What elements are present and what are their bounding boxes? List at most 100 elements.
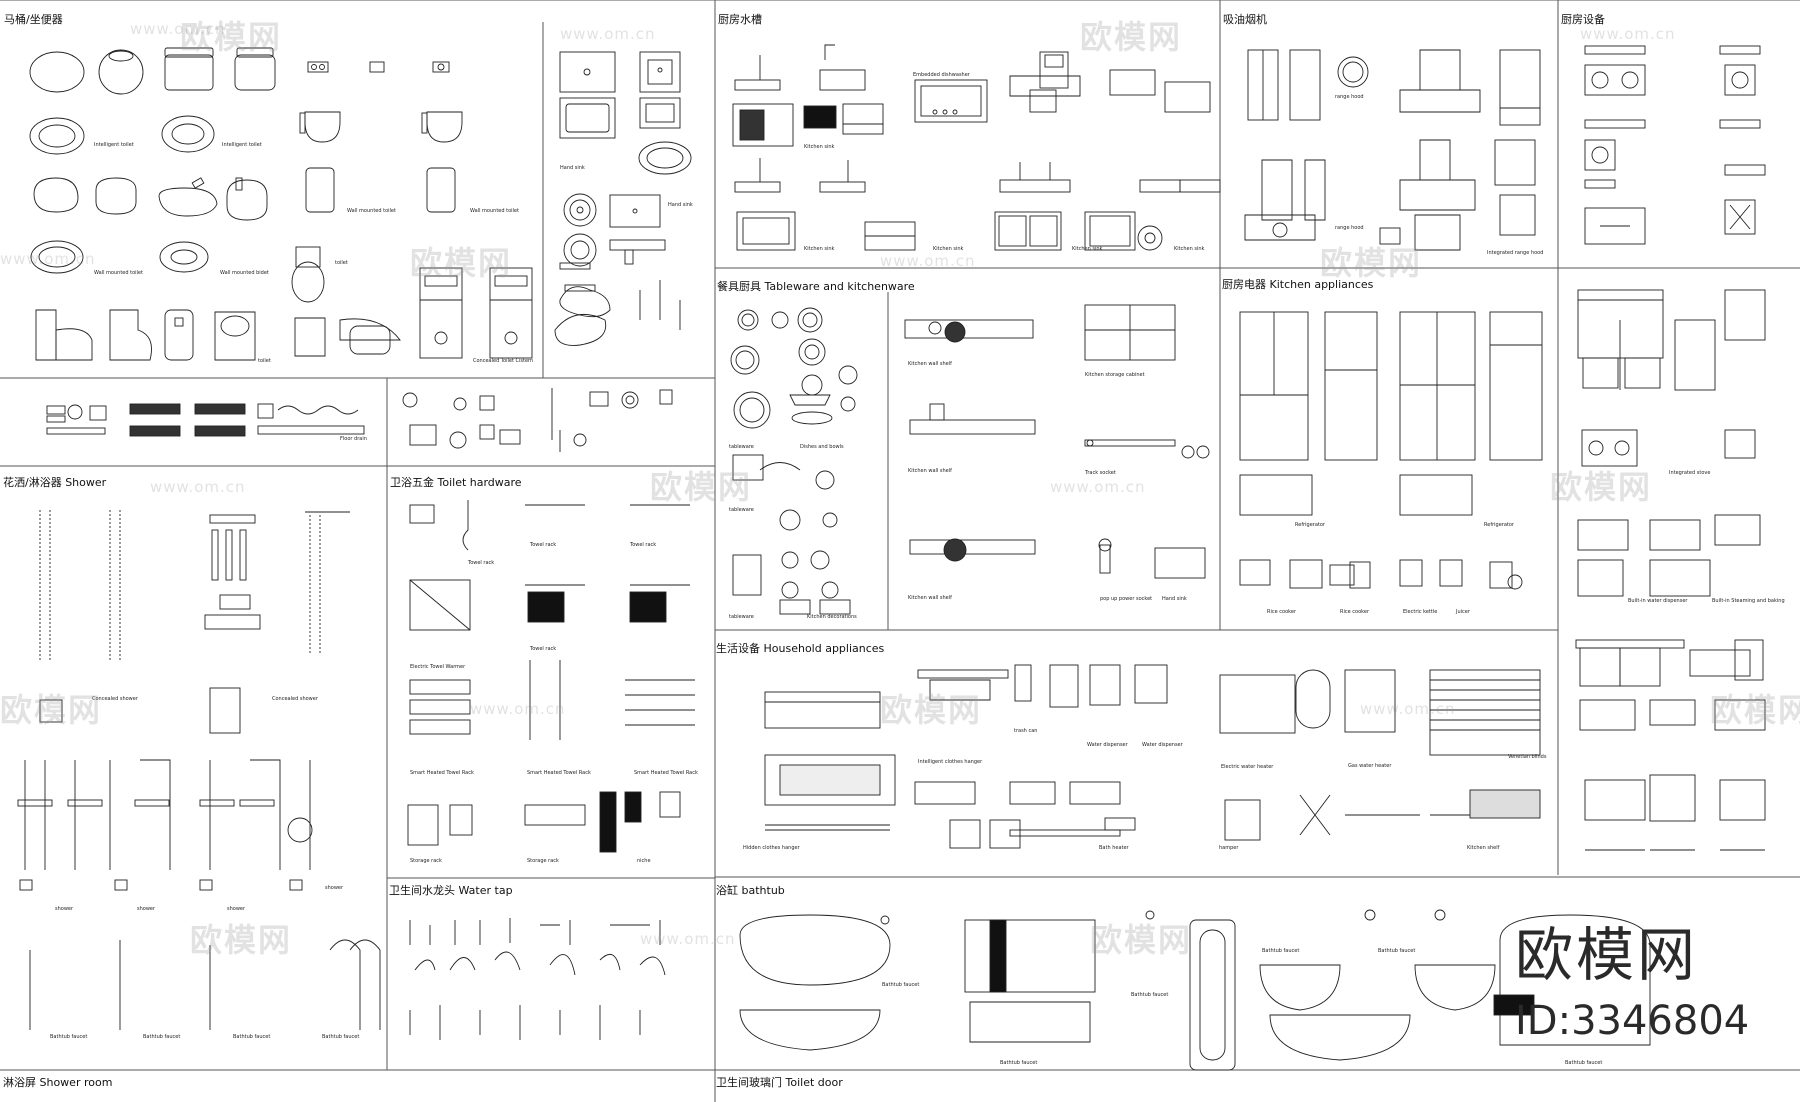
label-integrated-stove: Integrated stove [1669,470,1711,476]
label-water-dispenser-a: Water dispenser [1087,742,1128,748]
label-juicer: Juicer [1456,609,1470,615]
label-range-hood-a: range hood [1335,94,1364,100]
label-shower-a: shower [55,906,74,912]
label-toilet-b: toilet [258,358,271,364]
label-rice-cooker-a: Rice cooker [1267,609,1296,615]
label-bathtub-faucet-c: Bathtub faucet [233,1034,271,1040]
label-embedded-dishwasher: Embedded dishwasher [913,72,970,78]
label-shower-d: shower [325,885,344,891]
label-towel-rack-a: Towel rack [468,560,495,566]
corner-stamp-id: ID:3346804 [1515,998,1750,1044]
label-towel-rack-b: Towel rack [530,542,557,548]
label-kitchen-sink-e: Kitchen sink [1174,246,1205,252]
label-rice-cooker-b: Rice cooker [1340,609,1369,615]
label-kitchen-storage-cabinet: Kitchen storage cabinet [1085,372,1145,378]
section-title-toilet-door: 卫生间玻璃门 Toilet door [716,1076,843,1089]
label-kitchen-wall-shelf-1: Kitchen wall shelf [908,361,952,367]
section-title-tableware: 餐具厨具 Tableware and kitchenware [717,280,915,293]
corner-stamp-brand: 欧模网 [1515,921,1699,989]
label-electric-towel-warmer: Electric Towel Warmer [410,664,466,670]
section-title-water-tap: 卫生间水龙头 Water tap [389,884,513,897]
label-pop-up-power-socket: pop up power socket [1100,596,1153,602]
label-bathtub-faucet-g: Bathtub faucet [1262,948,1300,954]
section-title-toilet: 马桶/坐便器 [4,13,63,26]
section-title-shower: 花洒/淋浴器 Shower [3,476,107,489]
label-tableware-a: tableware [729,444,754,450]
label-towel-rack-c: Towel rack [630,542,657,548]
label-kitchen-wall-shelf-3: Kitchen wall shelf [908,595,952,601]
label-kitchen-wall-shelf-2: Kitchen wall shelf [908,468,952,474]
label-integrated-range-hood: Integrated range hood [1487,250,1544,256]
label-intelligent-toilet-b: Intelligent toilet [222,142,262,148]
label-concealed-shower-b: Concealed shower [272,696,318,702]
label-hamper: hamper [1219,845,1239,851]
label-trash-can: trash can [1014,728,1038,734]
floor-drain-blocks [46,388,673,452]
hand-sink-blocks [554,51,692,346]
label-wall-mounted-bidet: Wall mounted bidet [220,270,269,276]
tableware-blocks [730,304,1210,615]
label-shower-b: shower [137,906,156,912]
label-kitchen-shelf: Kitchen shelf [1467,845,1500,851]
label-dishes-and-bowls: Dishes and bowls [800,444,844,450]
label-niche: niche [637,858,651,864]
section-title-kitchen-sink: 厨房水槽 [718,13,762,26]
label-track-socket: Track socket [1085,470,1116,476]
kitchen-appliance-blocks [1239,311,1543,590]
label-bathtub-faucet-b: Bathtub faucet [143,1034,181,1040]
water-tap-blocks [409,918,666,1040]
section-title-kitchen-equipment: 厨房设备 [1561,13,1605,26]
label-bathtub-faucet-a: Bathtub faucet [50,1034,88,1040]
label-water-dispenser-b: Water dispenser [1142,742,1183,748]
label-bathtub-faucet-e: Bathtub faucet [882,982,920,988]
label-towel-rack-d: Towel rack [530,646,557,652]
label-storage-rack-a: Storage rack [410,858,442,864]
label-wall-mounted-toilet-c: Wall mounted toilet [94,270,143,276]
label-storage-rack-b: Storage rack [527,858,559,864]
label-range-hood-b: range hood [1335,225,1364,231]
toilet-hardware-blocks [407,500,695,853]
label-wall-mounted-toilet-b: Wall mounted toilet [470,208,519,214]
section-title-range-hood: 吸油烟机 [1223,13,1267,26]
label-smart-heated-towel-rack-c: Smart Heated Towel Rack [634,770,698,776]
label-hand-sink-b: Hand sink [668,202,693,208]
section-title-shower-room: 淋浴屏 Shower room [3,1076,113,1089]
label-bathtub-faucet-i: Bathtub faucet [1000,1060,1038,1066]
household-appliance-blocks [764,664,1541,849]
label-tableware-c: tableware [729,614,754,620]
label-smart-heated-towel-rack-b: Smart Heated Towel Rack [527,770,591,776]
label-kitchen-decorations: Kitchen decorations [807,614,857,620]
label-kitchen-sink-d: Kitchen sink [1072,246,1103,252]
bathtub-blocks [739,909,1651,1071]
label-built-in-water-dispenser: Built-in water dispenser [1628,598,1688,604]
label-gas-water-heater: Gas water heater [1348,763,1392,769]
kitchen-sink-blocks [732,44,1221,251]
shower-blocks [17,510,381,1030]
section-title-toilet-hardware: 卫浴五金 Toilet hardware [390,476,522,489]
label-hidden-clothes-hanger: Hidden clothes hanger [743,845,800,851]
label-bathtub-faucet-h: Bathtub faucet [1378,948,1416,954]
section-title-bathtub: 浴缸 bathtub [716,884,785,897]
label-bathtub-faucet-j: Bathtub faucet [1565,1060,1603,1066]
label-electric-kettle: Electric kettle [1403,609,1438,615]
corner-bar [1493,994,1535,1016]
label-refrigerator-a: Refrigerator [1295,522,1325,528]
section-title-kitchen-appliances: 厨房电器 Kitchen appliances [1222,278,1374,291]
label-bathtub-faucet-f: Bathtub faucet [1131,992,1169,998]
label-kitchen-sink-b: Kitchen sink [804,246,835,252]
label-kitchen-sink-a: Kitchen sink [804,144,835,150]
label-shower-c: shower [227,906,246,912]
label-tableware-b: tableware [729,507,754,513]
label-smart-heated-towel-rack-a: Smart Heated Towel Rack [410,770,474,776]
label-intelligent-toilet-a: Intelligent toilet [94,142,134,148]
label-bath-heater: Bath heater [1099,845,1129,851]
section-title-household-appliances: 生活设备 Household appliances [716,642,885,655]
label-hand-sink-c: Hand sink [1162,596,1187,602]
label-toilet-a: toilet [335,260,348,266]
label-built-in-steaming: Built-in Steaming and baking [1712,598,1785,604]
label-bathtub-faucet-d: Bathtub faucet [322,1034,360,1040]
label-concealed-shower-a: Concealed shower [92,696,138,702]
label-venetian-blinds: Venetian blinds [1508,754,1547,760]
